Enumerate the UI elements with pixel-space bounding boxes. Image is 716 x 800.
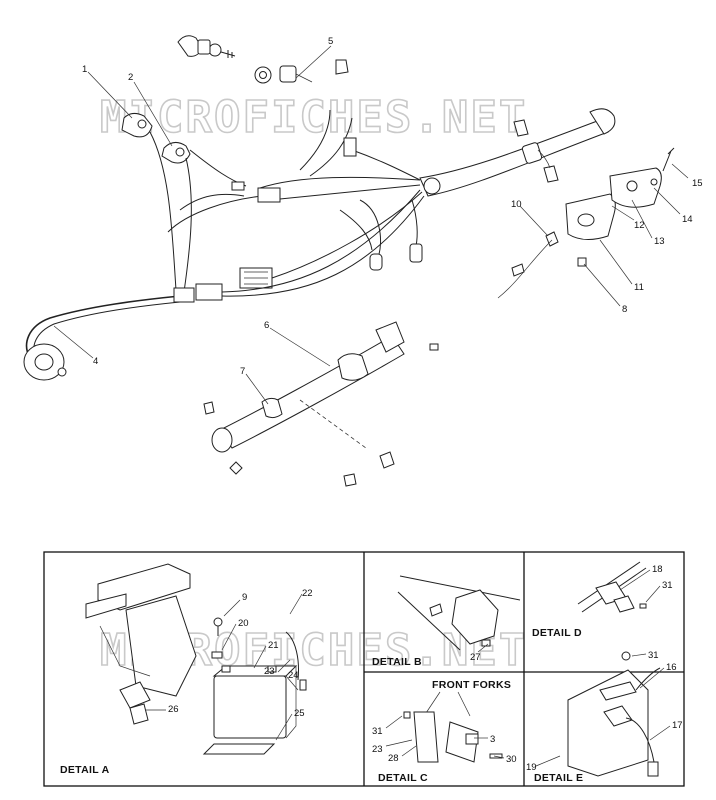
callout-5: 5	[328, 36, 333, 47]
detail-e-label: DETAIL E	[534, 772, 583, 784]
callout-1: 1	[82, 64, 87, 75]
callout-20: 20	[238, 618, 249, 629]
main-wiring-harness	[25, 108, 616, 361]
detail-a-drawing: 9 20 21 22 23 24 25 26 DETAIL A	[60, 563, 313, 776]
ignition-key-group	[177, 35, 236, 58]
callout-31-d: 31	[662, 580, 673, 591]
callout-17: 17	[672, 720, 683, 731]
callout-21: 21	[268, 640, 279, 651]
callout-4: 4	[93, 356, 98, 367]
callout-2: 2	[128, 72, 133, 83]
detail-a-label: DETAIL A	[60, 764, 110, 776]
callout-10: 10	[511, 199, 522, 210]
callout-28: 28	[388, 753, 399, 764]
callout-26: 26	[168, 704, 179, 715]
callout-15: 15	[692, 178, 703, 189]
callout-27: 27	[470, 652, 481, 663]
callout-23: 23	[264, 666, 275, 677]
callout-9: 9	[242, 592, 247, 603]
left-plug-connector	[23, 343, 67, 381]
callout-24: 24	[288, 670, 299, 681]
callout-22: 22	[302, 588, 313, 599]
watermark-top: MICROFICHES.NET	[100, 92, 527, 143]
detail-b-label: DETAIL B	[372, 656, 422, 668]
callout-19: 19	[526, 762, 537, 773]
tail-light-housings	[497, 147, 675, 299]
front-forks-label: FRONT FORKS	[432, 679, 511, 691]
callout-31-c: 31	[372, 726, 383, 737]
callout-23-c: 23	[372, 744, 383, 755]
detail-d-drawing: 18 31 DETAIL D	[532, 561, 673, 639]
callout-30: 30	[506, 754, 517, 765]
callout-16: 16	[666, 662, 677, 673]
detail-b-drawing: 27 DETAIL B	[372, 575, 521, 668]
harness-sleeve-assembly	[203, 321, 439, 487]
indicator-lights	[121, 112, 191, 164]
callout-7: 7	[240, 366, 245, 377]
callout-11: 11	[634, 282, 644, 293]
callout-25: 25	[294, 708, 305, 719]
detail-c-drawing: FRONT FORKS 31 23 28 3 30 DETAIL C	[372, 679, 517, 784]
detail-d-label: DETAIL D	[532, 627, 582, 639]
callout-3: 3	[490, 734, 495, 745]
callout-13: 13	[654, 236, 665, 247]
callouts-top: 1 2 5 4 6 7 10 8 11 12 13 14 15	[53, 36, 703, 405]
callout-18: 18	[652, 564, 663, 575]
detail-e-drawing: 31 16 17 19 DETAIL E	[526, 650, 683, 784]
callout-14: 14	[682, 214, 693, 225]
callout-31-e: 31	[648, 650, 659, 661]
callout-12: 12	[634, 220, 645, 231]
lamp-socket-group	[254, 59, 349, 84]
callout-8: 8	[622, 304, 627, 315]
detail-c-label: DETAIL C	[378, 772, 428, 784]
callout-6: 6	[264, 320, 269, 331]
